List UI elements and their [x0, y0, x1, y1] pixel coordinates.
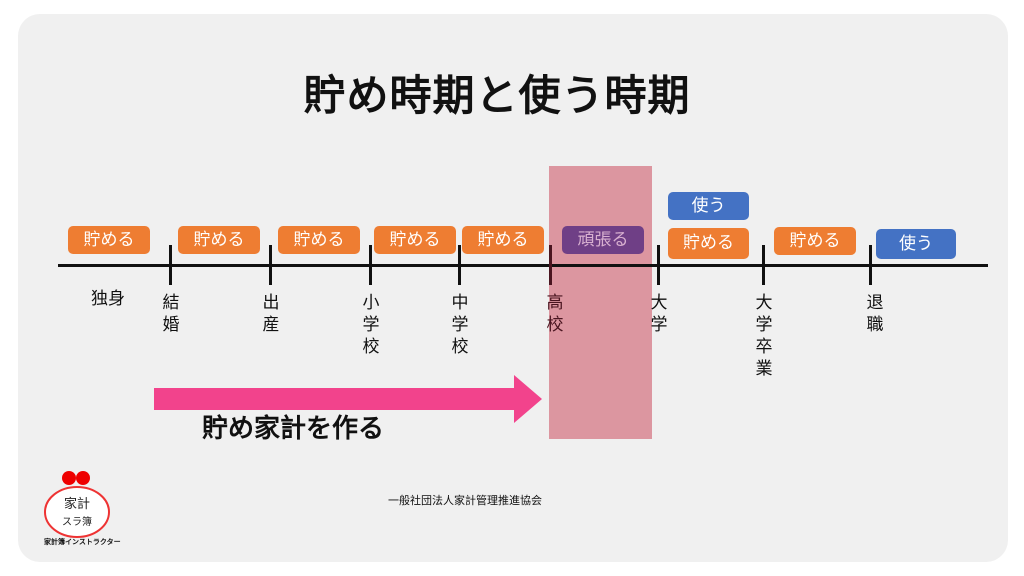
timeline-axis	[58, 264, 988, 267]
save-tag: 貯める	[668, 228, 749, 259]
tick-elementary	[369, 245, 372, 285]
purse-logo-icon: 家計 スラ簿	[44, 471, 110, 538]
tick-graduation	[762, 245, 765, 285]
use-tag: 使う	[668, 192, 749, 220]
label-marriage: 結婚	[162, 293, 180, 335]
save-tag: 貯める	[278, 226, 360, 254]
label-university: 大学	[650, 293, 668, 335]
tick-retirement	[869, 245, 872, 285]
slide-title: 貯め時期と使う時期	[303, 71, 691, 120]
save-tag: 貯める	[774, 227, 856, 255]
svg-text:スラ簿: スラ簿	[62, 515, 92, 528]
use-tag: 使う	[876, 229, 956, 259]
label-single: 独身	[91, 289, 125, 309]
label-retirement: 退職	[866, 293, 884, 335]
label-elementary: 小学校	[362, 293, 380, 357]
label-junior-high: 中学校	[451, 293, 469, 357]
effort-tag: 頑張る	[562, 226, 644, 254]
slide-card	[18, 14, 1008, 562]
arrow-label: 貯め家計を作る	[202, 414, 385, 444]
tick-junior-high	[458, 245, 461, 285]
save-tag: 貯める	[462, 226, 544, 254]
tick-marriage	[169, 245, 172, 285]
save-tag: 貯める	[374, 226, 456, 254]
svg-text:家計: 家計	[64, 496, 90, 512]
save-tag: 貯める	[178, 226, 260, 254]
tick-high-school	[549, 245, 552, 285]
tick-university	[657, 245, 660, 285]
arrow-shaft	[154, 388, 516, 410]
organization-name: 一般社団法人家計管理推進協会	[388, 494, 542, 507]
save-tag: 貯める	[68, 226, 150, 254]
high-school-highlight	[549, 166, 652, 439]
tick-birth	[269, 245, 272, 285]
label-birth: 出産	[262, 293, 280, 335]
label-graduation: 大学卒業	[755, 293, 773, 379]
arrow-head-icon	[514, 375, 542, 423]
label-high-school: 高校	[546, 293, 564, 335]
logo-caption: 家計簿インストラクター	[44, 538, 121, 546]
